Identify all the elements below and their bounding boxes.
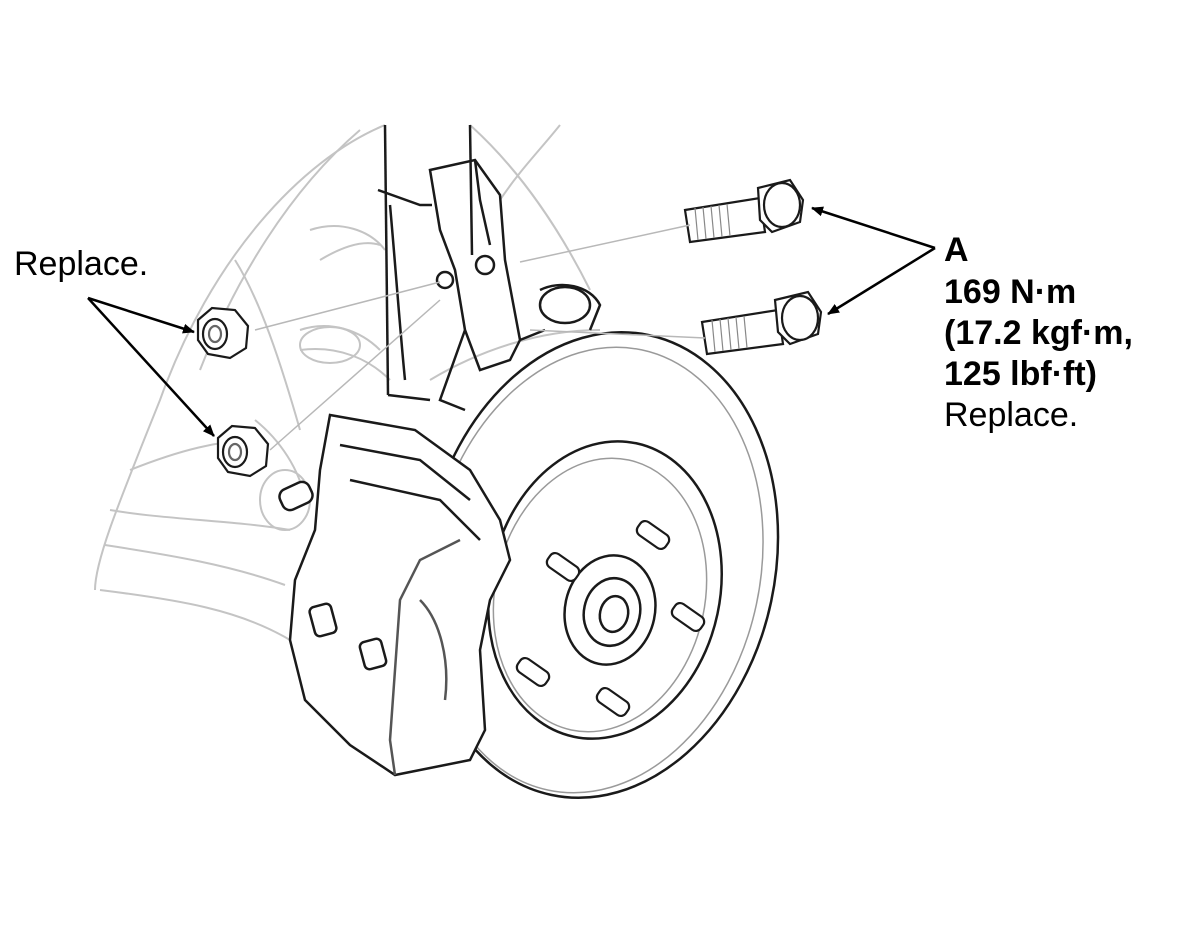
wheel-hub [563,554,657,666]
flange-nut-upper [196,306,250,360]
wheel-studs [515,519,706,718]
steering-knuckle [538,283,602,331]
torque-kgf: (17.2 kgf·m, [944,314,1133,352]
flange-bolt-upper [683,178,805,244]
brake-caliper [278,413,512,777]
flange-nut-lower [216,424,270,478]
callout-arrows-left [87,296,215,437]
flange-bolt-lower [700,290,823,356]
wheel-stud [670,601,706,633]
callout-letter-a: A [944,231,969,269]
replace-label-right: Replace. [944,396,1079,434]
wheel-stud [515,656,551,688]
strut [377,124,474,402]
replace-label-left: Replace. [14,245,149,283]
alignment-guides [254,224,706,451]
wheel-well-background [94,124,601,641]
torque-lbf: 125 lbf·ft) [944,355,1097,393]
strut-bracket [428,158,546,412]
wheel-stud [595,686,631,718]
wheel-stud [635,519,671,551]
callout-arrows-right [811,206,936,316]
torque-nm: 169 N·m [944,273,1077,311]
wheel-stud [545,551,581,583]
